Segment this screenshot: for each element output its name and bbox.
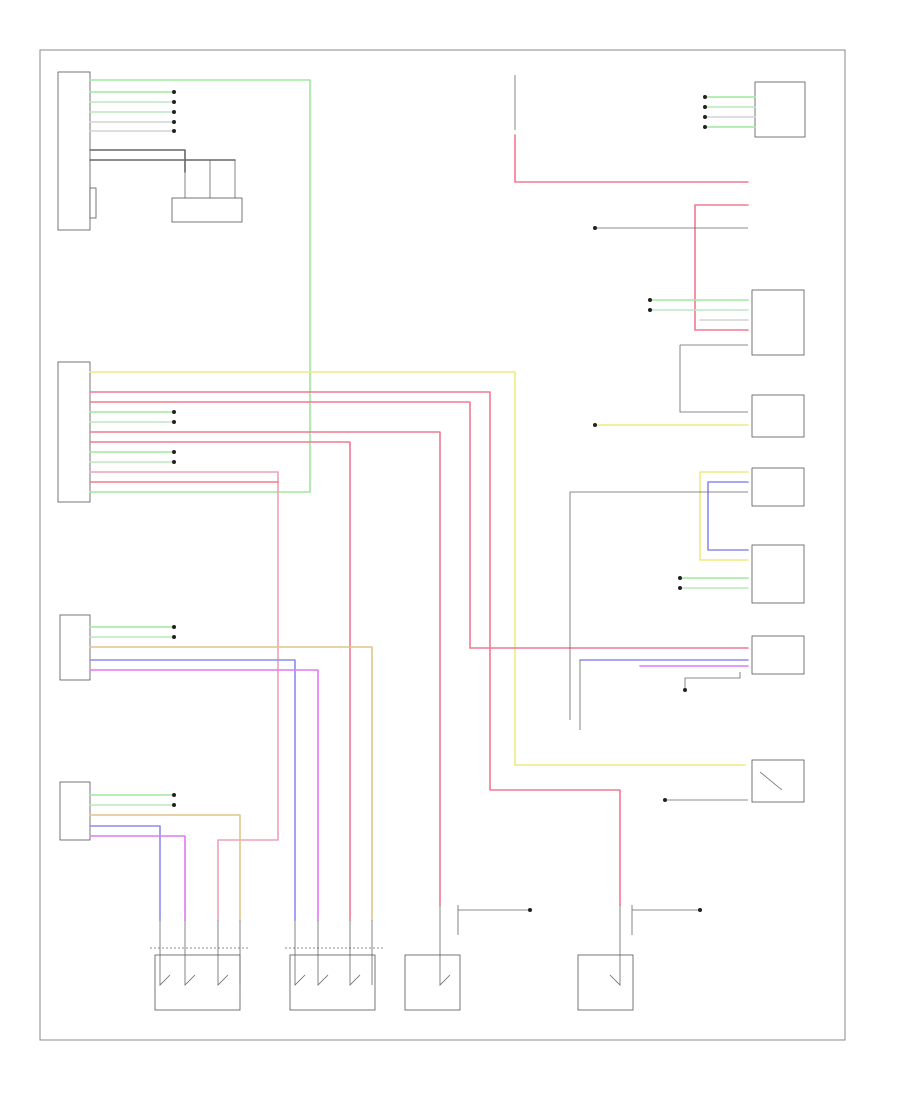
right-mid-module: [59, 614, 91, 681]
right-sensor-upper: [569, 467, 805, 720]
top-right-connector: [703, 81, 806, 138]
right-front-door-switch: [404, 905, 532, 1011]
left-lower-module: [59, 781, 91, 841]
right-mid-connector: [593, 394, 805, 438]
central-wires: [89, 371, 749, 921]
left-rear-door-switch: [150, 920, 250, 1011]
fuse-feed: [514, 75, 749, 331]
ground-dots-left-lower: [172, 793, 176, 807]
central-module: [57, 361, 91, 503]
top-left-module: [57, 71, 97, 231]
ground-dots-right-mid: [172, 625, 176, 639]
diagram-frame: [39, 49, 846, 1041]
right-lower-module: [579, 635, 805, 730]
ground-dots-central: [172, 410, 176, 464]
right-sensor-lower: [678, 544, 805, 604]
left-front-door-switch: [577, 905, 702, 1011]
right-bottom-switch: [663, 759, 805, 803]
top-left-wires: [89, 79, 311, 493]
right-upper-module: [648, 289, 805, 413]
ground-dots-top: [172, 90, 176, 133]
right-rear-door-switch: [285, 920, 385, 1011]
left-lower-wires: [89, 794, 241, 921]
right-upper-relay: [593, 226, 748, 230]
right-mid-wires: [89, 626, 373, 921]
